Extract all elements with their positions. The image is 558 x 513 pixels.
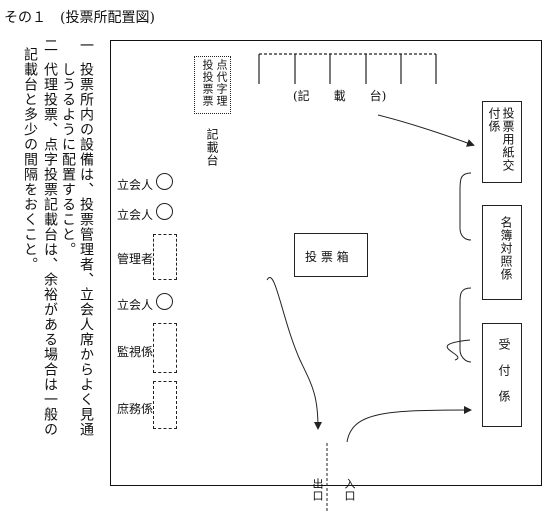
- inspector-label: 監視係: [117, 345, 154, 359]
- ballot-issue-label: 投票用紙交付係: [487, 107, 515, 172]
- reception-desk: 受 付 係: [482, 323, 522, 427]
- booth-label: (記 載 台): [293, 89, 387, 103]
- ballot-box: 投 票 箱: [294, 233, 368, 277]
- witness-label-1: 立会人: [117, 178, 154, 192]
- note-2-marker: 二: [42, 38, 58, 52]
- roster-check-label: 名簿対照係: [499, 216, 513, 281]
- braille-proxy-desk: 点代字理投投票票: [194, 56, 231, 114]
- ballot-issue-desk: 投票用紙交付係: [482, 101, 522, 183]
- clerk-label: 庶務係: [117, 402, 154, 416]
- witness-seat-3: [156, 293, 173, 310]
- witness-seat-1: [156, 173, 173, 190]
- ballot-box-label: 投 票 箱: [305, 250, 349, 264]
- witness-label-3: 立会人: [117, 298, 154, 312]
- witness-seat-2: [156, 203, 173, 220]
- manager-desk: [153, 234, 177, 280]
- entrance-arrow: [346, 406, 472, 443]
- exit-label: 出口: [311, 478, 324, 502]
- reception-label: 受 付 係: [497, 338, 511, 403]
- inspector-desk: [153, 323, 177, 373]
- booth-partitions: [258, 53, 437, 84]
- note-2-line-2: 記載台と多少の間隔をおくこと。: [22, 47, 38, 272]
- manager-label: 管理者: [117, 252, 154, 266]
- roster-check-desk: 名簿対照係: [482, 205, 522, 300]
- note-2-line-1: 代理投票、点字投票記載台は、余裕がある場合は一般の: [42, 62, 58, 437]
- page-title: その１ (投票所配置図): [4, 10, 155, 26]
- braille-desk-label: 点代字理投投票票: [201, 59, 228, 107]
- exit-arrow: [266, 277, 322, 430]
- note-1-line-2: しうるように配置すること。: [60, 62, 76, 257]
- note-1-line-1: 投票所内の設備は、投票管理者、立会人席からよく見通: [78, 62, 94, 437]
- to-booth-arrow: [377, 114, 475, 147]
- note-1-marker: 一: [78, 38, 94, 52]
- polling-room-outline: [110, 40, 542, 486]
- braille-desk-sub: 記載台: [205, 128, 219, 167]
- witness-label-2: 立会人: [117, 208, 154, 222]
- entrance-label: 入口: [343, 478, 356, 502]
- clerk-desk: [153, 381, 177, 429]
